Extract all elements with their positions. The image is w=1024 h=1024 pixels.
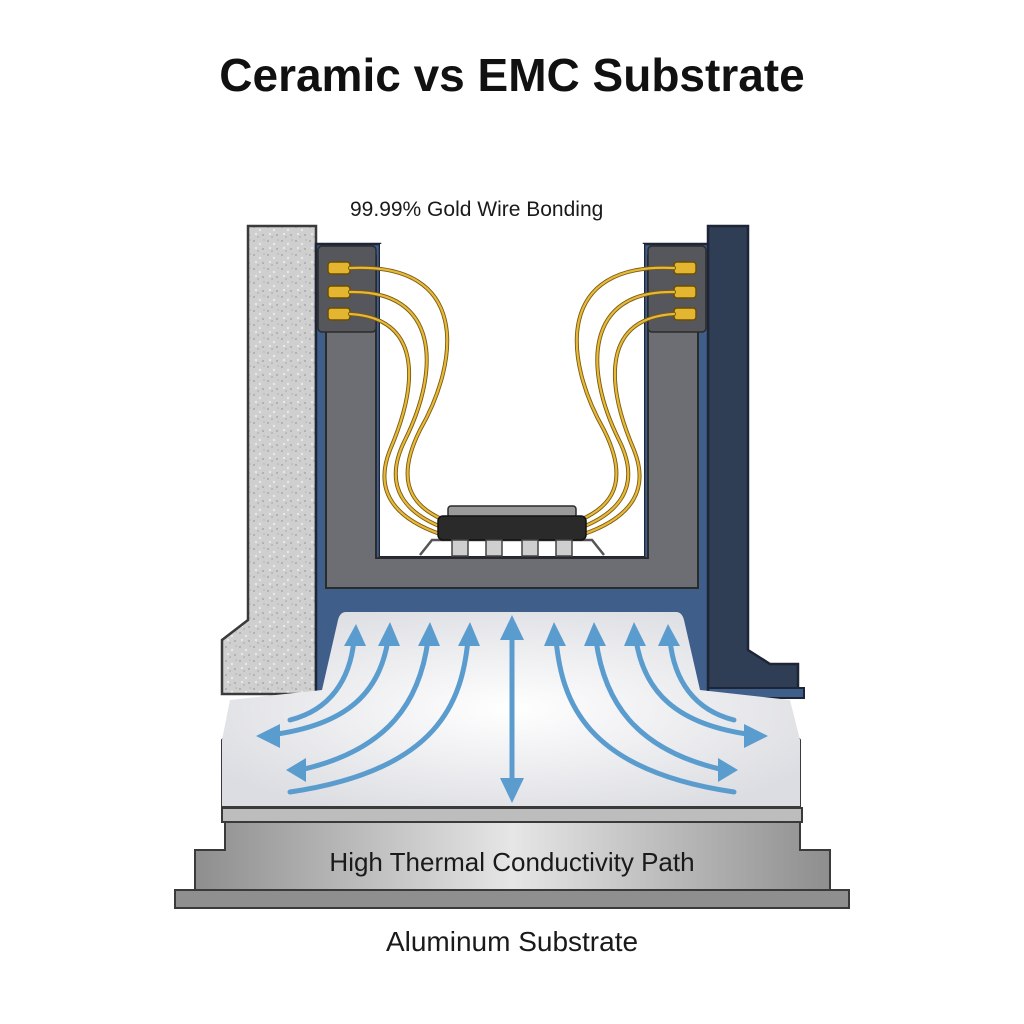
gold-wires — [348, 265, 676, 536]
emc-wall — [699, 224, 805, 699]
wire-bonding-label: 99.99% Gold Wire Bonding — [350, 198, 604, 221]
ceramic-wall — [220, 224, 318, 696]
diagram-title: Ceramic vs EMC Substrate — [219, 49, 805, 101]
heat-flow-arrows — [256, 615, 768, 803]
chip-icon — [419, 505, 605, 557]
die-cavity — [380, 244, 644, 556]
aluminum-substrate — [174, 807, 850, 909]
bond-pads-left — [327, 261, 351, 321]
substrate-label: Aluminum Substrate — [385, 926, 639, 957]
bond-pads-right — [673, 261, 697, 321]
thermal-path-label: High Thermal Conductivity Path — [329, 847, 695, 877]
